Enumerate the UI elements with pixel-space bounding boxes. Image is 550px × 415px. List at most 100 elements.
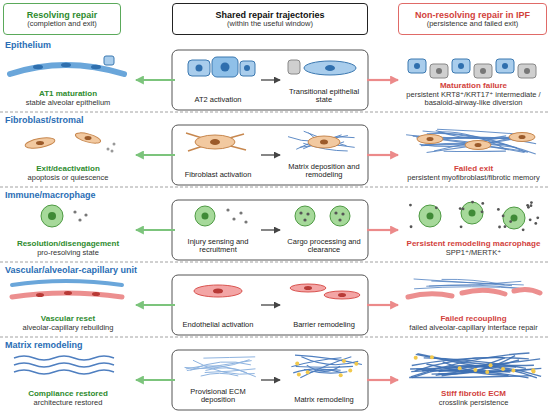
aberrant-cell bbox=[474, 64, 492, 78]
particle bbox=[530, 204, 533, 207]
fiber bbox=[296, 137, 354, 149]
particle bbox=[107, 148, 110, 151]
nucleus bbox=[221, 63, 230, 72]
particle bbox=[529, 218, 532, 221]
particle bbox=[414, 356, 418, 360]
particle bbox=[295, 362, 299, 366]
macrophage bbox=[41, 205, 63, 227]
myofibroblast bbox=[417, 135, 443, 144]
particle bbox=[338, 218, 341, 221]
row-divider bbox=[0, 112, 550, 113]
aberrant-cell bbox=[518, 64, 536, 78]
particle bbox=[460, 225, 463, 228]
section-title: Immune/macrophage bbox=[5, 190, 96, 200]
particle bbox=[354, 362, 358, 366]
flow-arrow bbox=[261, 379, 280, 380]
body-text: persistent myofibroblast/fibrotic memory bbox=[403, 174, 544, 183]
body-text: SPP1⁺/MERTK⁺ bbox=[403, 249, 544, 258]
body-text: (within the useful window) bbox=[176, 20, 364, 29]
resolving-outcome: Resolution/disengagementpro-resolving st… bbox=[2, 202, 134, 261]
particle bbox=[462, 208, 465, 211]
particle bbox=[244, 220, 247, 223]
trajectory-step: Fibroblast activation bbox=[176, 127, 260, 183]
macrophage bbox=[330, 206, 350, 226]
flow-arrow bbox=[261, 304, 280, 305]
nucleus bbox=[524, 68, 530, 74]
particle bbox=[435, 206, 438, 209]
flow-arrow bbox=[136, 79, 175, 81]
particle bbox=[531, 368, 535, 372]
trajectory-step: Cargo processing and clearance bbox=[282, 202, 366, 258]
nucleus bbox=[196, 65, 203, 72]
section-band: Vascular/alveolar-capillary unitVascular… bbox=[0, 263, 550, 338]
step-label: Matrix remodeling bbox=[285, 396, 363, 405]
flow-arrow bbox=[261, 154, 280, 155]
endothelial-cell bbox=[324, 291, 360, 299]
particle bbox=[481, 210, 484, 213]
at2-cell bbox=[212, 57, 238, 77]
nucleus bbox=[458, 63, 464, 69]
flow-arrow bbox=[136, 304, 175, 306]
heading-text: AT1 maturation bbox=[5, 89, 131, 98]
heading-text: Stiff fibrotic ECM bbox=[403, 389, 544, 398]
at2-cell bbox=[240, 61, 255, 76]
macrophage bbox=[503, 207, 525, 229]
particle bbox=[458, 366, 462, 370]
heading-text: Failed recoupling bbox=[403, 314, 544, 323]
resolving-outcome: Vascular resetalveolar-capillary rebuild… bbox=[2, 277, 134, 336]
trajectory-box bbox=[172, 125, 368, 185]
section-band: Immune/macrophageResolution/disengagemen… bbox=[0, 188, 550, 263]
fiber bbox=[307, 365, 340, 371]
broken-endothelium bbox=[514, 289, 540, 293]
particle bbox=[534, 222, 537, 225]
body-text: failed alveolar-capillary interface repa… bbox=[403, 324, 544, 333]
trajectory-step: Transitional epithelial state bbox=[282, 52, 366, 108]
particle bbox=[536, 216, 539, 219]
section-band: EpitheliumAT1 maturationstable alveolar … bbox=[0, 38, 550, 113]
nucleus bbox=[64, 291, 72, 295]
section-title: Vascular/alveolar-capillary unit bbox=[5, 265, 137, 275]
particle bbox=[239, 211, 242, 214]
heading-text: Compliance restored bbox=[5, 389, 131, 398]
particle bbox=[73, 210, 76, 213]
step-label: Barrier remodeling bbox=[285, 321, 363, 330]
flow-arrow bbox=[367, 229, 398, 231]
trajectory-box bbox=[172, 275, 368, 335]
flow-arrow bbox=[136, 154, 175, 156]
fiber bbox=[412, 358, 529, 366]
nucleus bbox=[338, 293, 346, 297]
step-label: Fibroblast activation bbox=[179, 171, 257, 180]
particle bbox=[473, 368, 477, 372]
macrophage bbox=[295, 206, 315, 226]
resolving-header: Resolving repair(completion and exit) bbox=[3, 3, 121, 35]
resolving-outcome: Compliance restoredarchitecture restored bbox=[2, 352, 134, 411]
nucleus bbox=[414, 63, 420, 69]
heading-text: Shared repair trajectories bbox=[176, 10, 364, 20]
body-text: crosslink persistence bbox=[403, 399, 544, 408]
fiber bbox=[301, 357, 358, 365]
fiber bbox=[438, 132, 506, 150]
fiber bbox=[303, 136, 348, 149]
trajectory-step: Provisional ECM deposition bbox=[176, 352, 260, 408]
nucleus bbox=[92, 292, 100, 296]
particle bbox=[299, 211, 302, 214]
fiber bbox=[417, 354, 534, 366]
nucleus bbox=[304, 286, 312, 290]
myofibroblast bbox=[465, 141, 491, 150]
myofibroblast bbox=[308, 136, 340, 148]
nucleus bbox=[85, 136, 92, 140]
particle bbox=[111, 150, 114, 153]
body-text: persistent KRT8⁺/KRT17⁺ intermediate / b… bbox=[403, 91, 544, 108]
trajectory-step: Injury sensing and recruitment bbox=[176, 202, 260, 258]
shared-header: Shared repair trajectories(within the us… bbox=[172, 3, 368, 35]
macrophage bbox=[419, 205, 441, 227]
particle bbox=[339, 373, 343, 377]
fiber bbox=[406, 135, 517, 148]
body-text: architecture restored bbox=[5, 399, 131, 408]
trajectory-step: Matrix deposition and remodeling bbox=[282, 127, 366, 183]
nucleus bbox=[36, 293, 44, 297]
particle bbox=[509, 220, 512, 223]
fiber bbox=[14, 370, 114, 374]
particle bbox=[502, 215, 505, 218]
particle bbox=[297, 372, 301, 376]
